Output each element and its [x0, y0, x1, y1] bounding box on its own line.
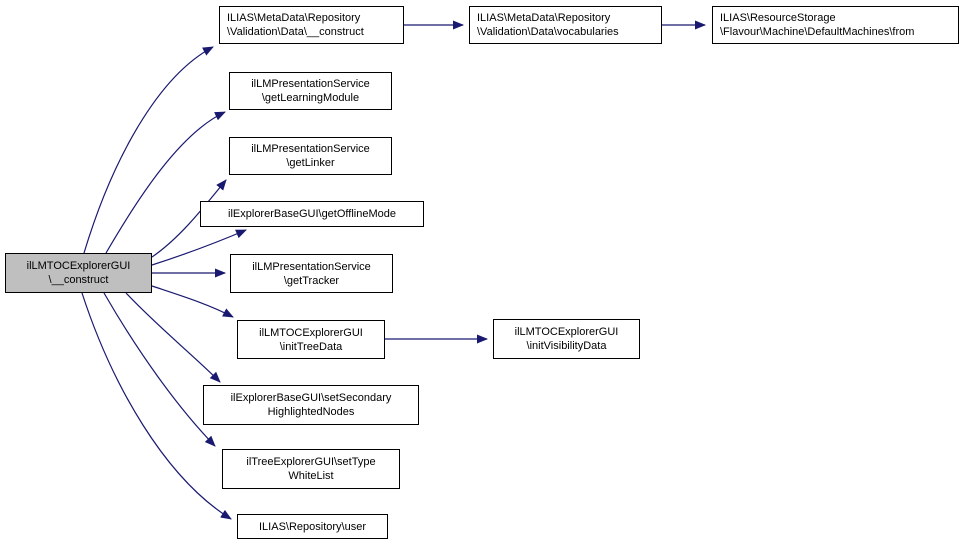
call-edge-root-construct-to-get-offline-mode — [151, 229, 247, 266]
graph-node-root-construct[interactable]: ilLMTOCExplorerGUI \__construct — [5, 253, 152, 293]
graph-node-label-line: ilLMPresentationService — [251, 78, 370, 90]
graph-node-label-line: \initVisibilityData — [526, 340, 607, 352]
graph-node-metadata-data-vocabularies[interactable]: ILIAS\MetaData\Repository \Validation\Dat… — [469, 6, 662, 44]
graph-node-label-line: \Validation\Data\__construct — [227, 26, 364, 38]
graph-node-label-line: ilLMPresentationService — [251, 143, 370, 155]
graph-node-label-line: \getTracker — [283, 274, 340, 287]
graph-node-label-line: \getLinker — [286, 157, 335, 169]
call-edge-root-construct-to-metadata-data-construct — [83, 46, 214, 254]
graph-node-label-line: ILIAS\Repository\user — [259, 520, 366, 533]
graph-node-label-line: ILIAS\MetaData\Repository — [227, 12, 361, 24]
graph-node-get-linker[interactable]: ilLMPresentationService \getLinker — [229, 137, 392, 175]
graph-node-repository-user[interactable]: ILIAS\Repository\user — [237, 514, 388, 539]
graph-node-label-line: ilLMPresentationService — [252, 260, 371, 273]
call-edge-root-construct-to-get-linker — [151, 179, 227, 258]
call-edge-root-construct-to-set-type-white-list — [103, 292, 216, 447]
graph-node-label-line: ILIAS\MetaData\Repository — [477, 12, 611, 24]
graph-node-label-line: ilLMTOCExplorerGUI — [26, 260, 131, 272]
graph-node-label-line: ilLMTOCExplorerGUI — [259, 326, 363, 339]
graph-node-label-line: \getLearningModule — [261, 92, 360, 104]
graph-node-get-offline-mode[interactable]: ilExplorerBaseGUI\getOfflineMode — [200, 201, 424, 227]
graph-node-metadata-data-construct[interactable]: ILIAS\MetaData\Repository \Validation\Dat… — [219, 6, 404, 44]
graph-node-init-visibility-data[interactable]: ilLMTOCExplorerGUI \initVisibilityData — [493, 319, 640, 359]
graph-node-label-line: ilTreeExplorerGUI\setType — [246, 456, 376, 468]
graph-node-init-tree-data[interactable]: ilLMTOCExplorerGUI\initTreeData — [237, 320, 385, 359]
graph-node-get-tracker[interactable]: ilLMPresentationService\getTracker — [230, 254, 393, 293]
graph-node-label-line: \Validation\Data\vocabularies — [477, 26, 619, 38]
graph-node-label-line: \__construct — [48, 274, 109, 286]
graph-node-label-line: \Flavour\Machine\DefaultMachines\from — [720, 26, 915, 38]
graph-node-label-line: ilExplorerBaseGUI\setSecondary — [230, 392, 392, 404]
graph-node-label-line: ilExplorerBaseGUI\getOfflineMode — [228, 208, 396, 220]
graph-node-label-line: HighlightedNodes — [267, 406, 355, 418]
graph-node-get-learning-module[interactable]: ilLMPresentationService \getLearningModul… — [229, 72, 392, 110]
graph-node-default-machines-from[interactable]: ILIAS\ResourceStorage \Flavour\Machine\De… — [712, 6, 959, 44]
graph-node-label-line: ilLMTOCExplorerGUI — [514, 326, 619, 338]
call-edge-root-construct-to-get-learning-module — [105, 111, 226, 254]
call-edge-root-construct-to-init-tree-data — [151, 285, 234, 318]
graph-node-label-line: \initTreeData — [279, 340, 343, 353]
graph-node-label-line: WhiteList — [288, 470, 334, 482]
call-edge-root-construct-to-set-secondary-highlighted-nodes — [125, 292, 221, 383]
graph-node-label-line: ILIAS\ResourceStorage — [720, 12, 836, 24]
call-edge-root-construct-to-repository-user — [81, 292, 232, 520]
